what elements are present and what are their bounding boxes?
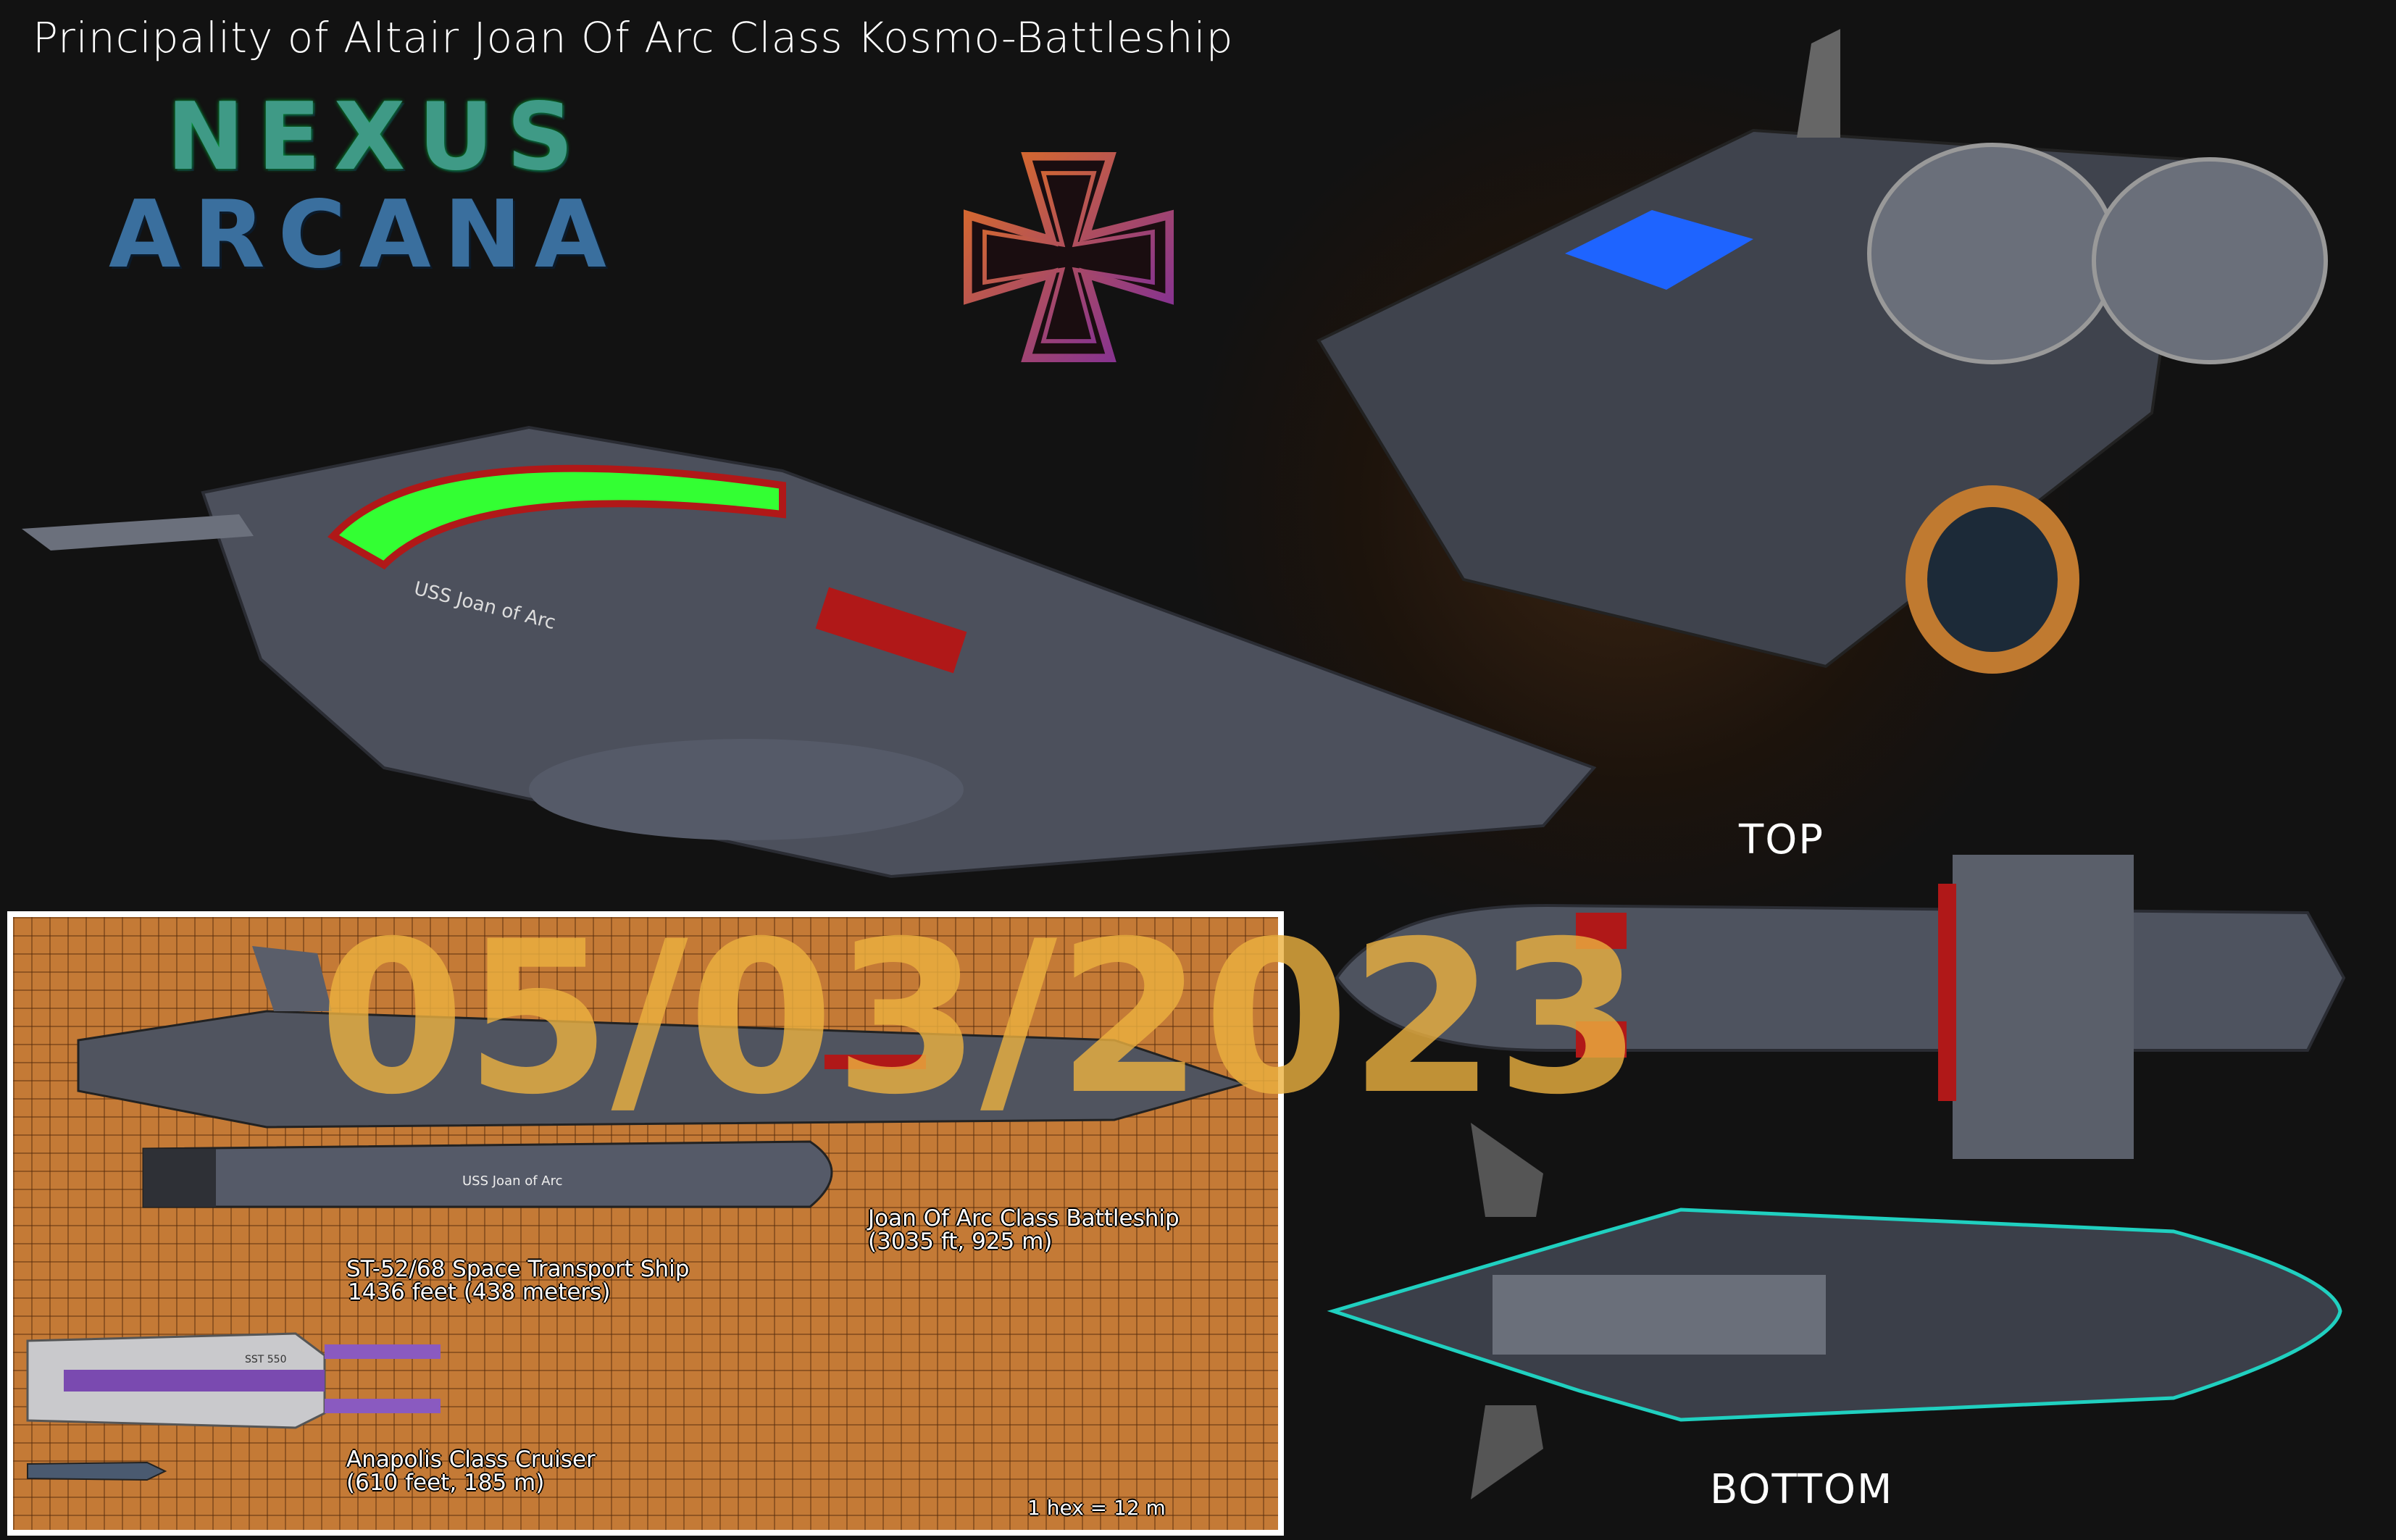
ship-name-battleship: Joan Of Arc Class Battleship [868,1205,1180,1231]
bottom-view-label: BOTTOM [1710,1466,1894,1513]
iron-cross-emblem [964,152,1174,362]
page-title: Principality of Altair Joan Of Arc Class… [33,13,1234,62]
top-view-label: TOP [1739,816,1825,863]
logo-nexus: NEXUS [167,83,587,191]
logo-arcana: ARCANA [109,181,619,289]
battleship-side-view: USS Joan of Arc [77,946,1249,1208]
battleship-rear-render [1316,29,2328,674]
battleship-perspective-render: USS Joan of Arc [22,425,1597,879]
battleship-bottom-view [1327,1123,2342,1499]
ship-name-transport: ST-52/68 Space Transport Ship [346,1256,690,1282]
scale-comparison-panel: USS Joan of Arc Joan Of Arc Class Battle… [7,911,1284,1536]
cruiser-render [27,1461,167,1481]
ship-size-battleship: (3035 ft, 925 m) [868,1229,1053,1255]
transport-ship-render: SST 550 [26,1332,441,1429]
ship-size-cruiser: (610 feet, 185 m) [346,1470,545,1496]
ship-size-transport: 1436 feet (438 meters) [348,1279,611,1305]
scale-note: 1 hex = 12 m [1027,1496,1166,1520]
transport-marking: SST 550 [245,1354,287,1365]
ship-name-cruiser: Anapolis Class Cruiser [346,1447,596,1473]
date-watermark: 05/03/2023 [319,897,1642,1141]
battleship-top-view [1335,855,2346,1159]
hull-name-label-inset: USS Joan of Arc [462,1173,563,1189]
